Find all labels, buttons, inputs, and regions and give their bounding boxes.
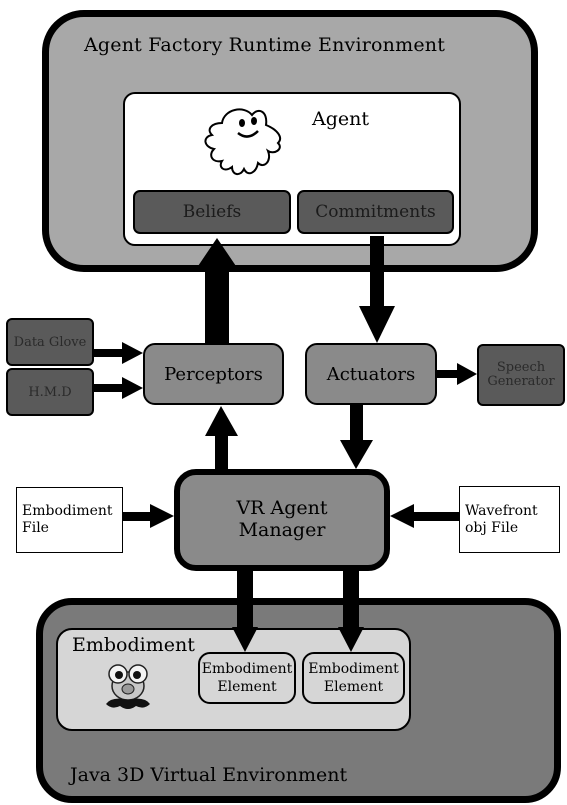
manager-line-1: VR Agent — [236, 497, 328, 520]
arrow-actuators-manager-shaft — [350, 405, 363, 443]
embodiment-label: Embodiment — [72, 634, 195, 656]
arrow-commitments-actuators-head — [359, 306, 395, 343]
arrow-embfile-shaft — [123, 512, 153, 521]
ghost-icon — [204, 108, 282, 175]
java3d-label: Java 3D Virtual Environment — [70, 764, 348, 786]
arrow-manager-el2-head — [338, 627, 364, 652]
data-glove-box: Data Glove — [6, 318, 94, 366]
agent-label: Agent — [312, 108, 369, 130]
face-icon — [106, 664, 150, 709]
wavefront-line-2: obj File — [465, 519, 519, 536]
element-2-line-2: Element — [323, 679, 384, 695]
arrow-hmd-shaft — [94, 384, 124, 392]
hmd-box: H.M.D — [6, 368, 94, 416]
arrow-manager-perceptors-head — [205, 406, 238, 436]
arrow-perceptors-beliefs-shaft — [205, 268, 229, 344]
element-1-line-2: Element — [217, 679, 277, 695]
element-2-line-1: Embodiment — [308, 660, 399, 677]
arrow-manager-perceptors-shaft — [215, 432, 228, 469]
commitments-box: Commitments — [297, 190, 454, 234]
arrow-embfile-head — [150, 504, 174, 528]
arrow-commitments-actuators-shaft — [370, 236, 384, 308]
speech-line-2: Generator — [487, 374, 555, 389]
actuators-box: Actuators — [305, 343, 437, 405]
arrow-hmd-head — [122, 377, 143, 399]
arrow-actuators-manager-head — [340, 440, 373, 469]
arrow-wavefront-head — [390, 504, 414, 528]
embodiment-file-line-2: File — [22, 520, 49, 536]
wavefront-line-1: Wavefront — [465, 502, 538, 519]
arrow-speech-head — [457, 363, 477, 385]
arrow-perceptors-beliefs-head — [194, 238, 240, 272]
arrow-speech-shaft — [437, 370, 459, 378]
manager-line-2: Manager — [238, 519, 326, 541]
runtime-title: Agent Factory Runtime Environment — [84, 34, 446, 56]
arrow-manager-el1-head — [232, 627, 258, 652]
arrow-dataglove-shaft — [94, 349, 124, 357]
beliefs-box: Beliefs — [133, 190, 291, 234]
speech-line-1: Speech — [496, 360, 546, 376]
embodiment-file-line-1: Embodiment — [22, 503, 113, 520]
arrow-dataglove-head — [122, 342, 143, 364]
arrow-manager-el2-shaft — [343, 571, 359, 631]
arrow-manager-el1-shaft — [237, 571, 253, 631]
element-1-line-1: Embodiment — [201, 660, 293, 677]
arrow-wavefront-shaft — [412, 512, 459, 521]
